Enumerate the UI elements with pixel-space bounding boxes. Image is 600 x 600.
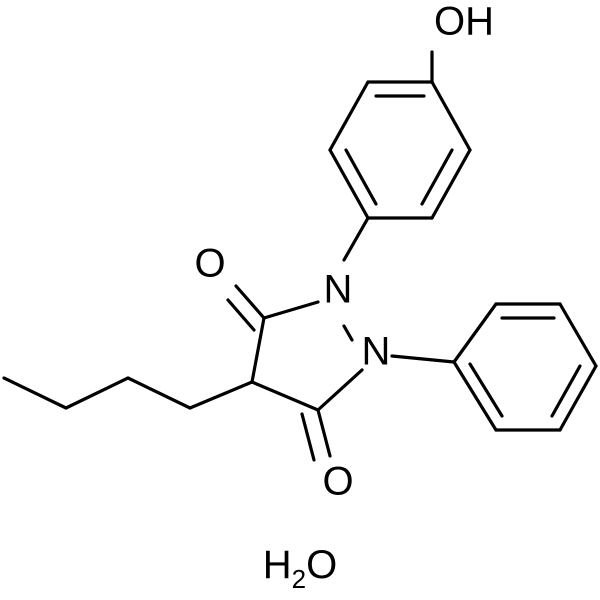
formula-subscript: 2 [291, 564, 307, 594]
pyrazolidinedione-ring [226, 284, 364, 462]
aryl-n-bond [342, 216, 370, 262]
formula-h: H [262, 543, 292, 587]
nitrogen-1-label: N [324, 268, 353, 312]
carbonyl-oxygen-top-label: O [194, 242, 225, 286]
n-phenyl-bond [390, 354, 456, 364]
phenyl-ring [452, 302, 598, 432]
formula-o: O [306, 543, 338, 587]
hydrate-formula: H2O [0, 543, 600, 592]
butyl-chain [2, 376, 254, 410]
carbonyl-oxygen-bottom-label: O [322, 460, 353, 504]
hydroxyl-label: OH [434, 0, 494, 44]
nitrogen-2-label: N [362, 330, 391, 374]
hydroxyphenyl-ring [328, 50, 472, 220]
